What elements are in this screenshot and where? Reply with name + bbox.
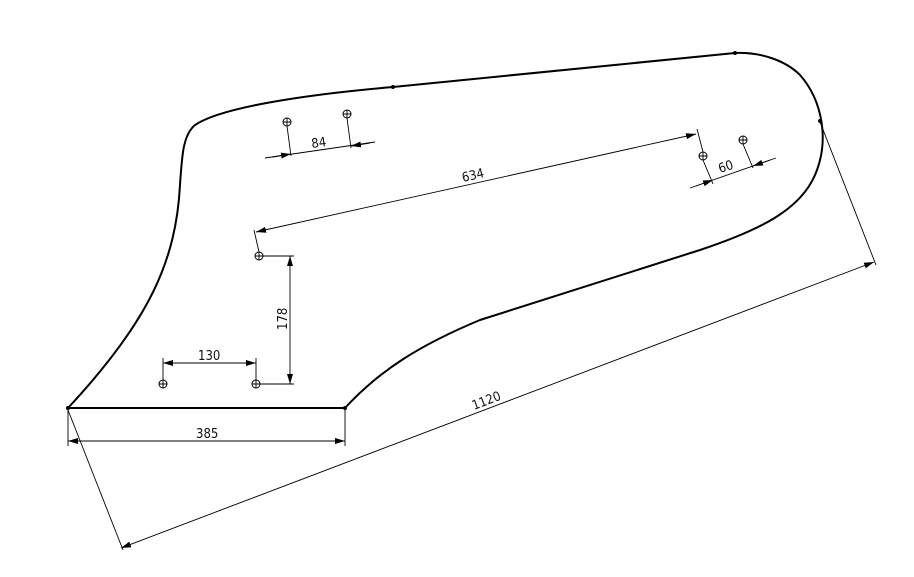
part-outline <box>65 51 824 409</box>
dimension-178: 178 <box>260 255 294 385</box>
dimension-label-1120: 1120 <box>470 389 503 414</box>
hole-icon <box>342 109 352 119</box>
dimension-60: 60 <box>689 143 777 189</box>
dimension-84: 84 <box>264 117 376 159</box>
hole-icon <box>282 117 292 127</box>
dimension-label-178: 178 <box>276 308 291 330</box>
dimension-label-84: 84 <box>310 135 327 152</box>
holes <box>158 109 748 389</box>
dimension-130: 130 <box>162 349 257 380</box>
hole-icon <box>158 379 168 389</box>
hole-icon <box>251 379 261 389</box>
dimension-label-130: 130 <box>198 349 220 364</box>
dimension-label-385: 385 <box>196 427 218 442</box>
hole-icon <box>254 251 264 261</box>
hole-icon <box>698 151 708 161</box>
hole-icon <box>738 135 748 145</box>
dimension-label-60: 60 <box>717 158 736 177</box>
dimension-385: 385 <box>67 410 346 446</box>
dimension-label-634: 634 <box>461 166 486 186</box>
dimension-634: 634 <box>253 128 704 253</box>
dimension-1120: 1120 <box>67 121 877 551</box>
vertex-points <box>66 51 822 410</box>
